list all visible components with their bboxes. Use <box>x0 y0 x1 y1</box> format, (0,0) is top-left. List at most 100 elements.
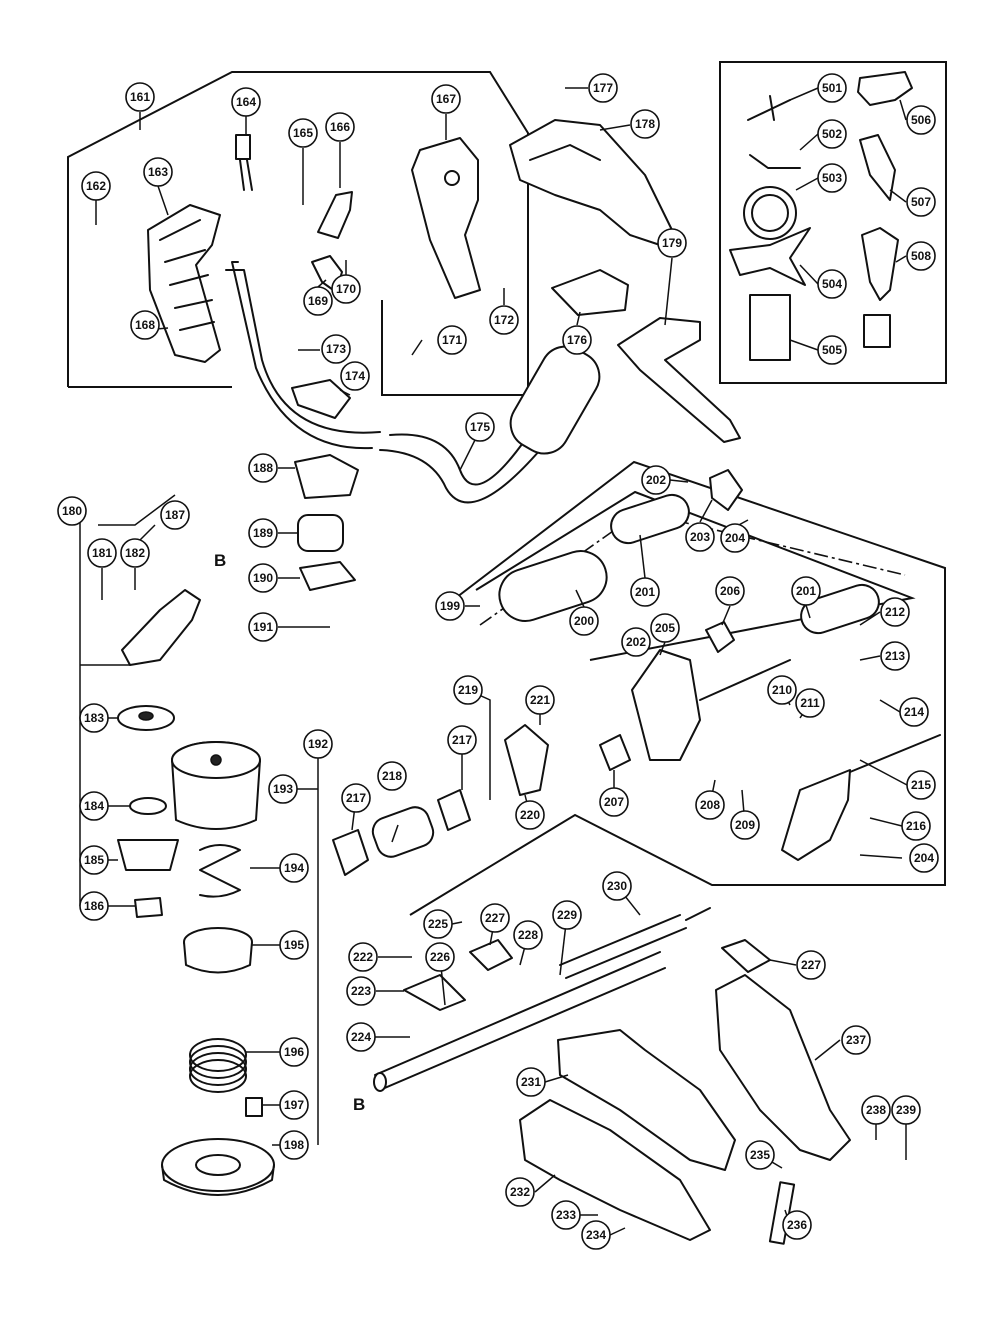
svg-text:171: 171 <box>442 333 462 347</box>
callout-196: 196 <box>279 1037 309 1067</box>
callout-188: 188 <box>248 453 278 483</box>
svg-text:172: 172 <box>494 313 514 327</box>
case-198 <box>161 1138 275 1196</box>
svg-text:189: 189 <box>253 526 273 540</box>
callout-171: 171 <box>437 325 467 355</box>
line-196 <box>189 1038 247 1093</box>
spool-195 <box>183 927 253 974</box>
marker-b-bottom: B <box>353 1095 365 1114</box>
callout-183: 183 <box>79 703 109 733</box>
svg-text:207: 207 <box>604 795 624 809</box>
callout-506: 506 <box>906 105 936 135</box>
cup-185 <box>117 839 179 871</box>
callout-503: 503 <box>817 163 847 193</box>
callout-228: 228 <box>513 920 543 950</box>
callout-217b: 217 <box>447 725 477 755</box>
callout-191: 191 <box>248 612 278 642</box>
callout-187: 187 <box>160 500 190 530</box>
callout-184: 184 <box>79 791 109 821</box>
svg-text:186: 186 <box>84 899 104 913</box>
callout-209: 209 <box>730 810 760 840</box>
callout-226: 226 <box>425 942 455 972</box>
svg-text:211: 211 <box>800 696 820 710</box>
svg-text:163: 163 <box>148 165 168 179</box>
marker-b-top: B <box>214 551 226 570</box>
svg-text:170: 170 <box>336 282 356 296</box>
svg-text:232: 232 <box>510 1185 530 1199</box>
clamp-217 <box>332 789 471 876</box>
svg-text:235: 235 <box>750 1148 770 1162</box>
svg-text:182: 182 <box>125 546 145 560</box>
svg-text:210: 210 <box>772 683 792 697</box>
callout-169: 169 <box>303 286 333 316</box>
callout-180: 180 <box>57 496 87 526</box>
callout-204a: 204 <box>720 523 750 553</box>
callout-161: 161 <box>125 82 155 112</box>
svg-text:164: 164 <box>236 95 256 109</box>
svg-text:168: 168 <box>135 318 155 332</box>
callout-186: 186 <box>79 891 109 921</box>
callout-215: 215 <box>906 770 936 800</box>
callout-504: 504 <box>817 269 847 299</box>
callout-207: 207 <box>599 787 629 817</box>
callout-231: 231 <box>516 1067 546 1097</box>
svg-text:191: 191 <box>253 620 273 634</box>
svg-text:173: 173 <box>326 342 346 356</box>
svg-text:178: 178 <box>635 117 655 131</box>
callout-162: 162 <box>81 171 111 201</box>
svg-text:169: 169 <box>308 294 328 308</box>
cover-193 <box>171 741 261 830</box>
svg-text:179: 179 <box>662 236 682 250</box>
svg-text:195: 195 <box>284 938 304 952</box>
svg-text:201: 201 <box>635 585 655 599</box>
svg-text:208: 208 <box>700 798 720 812</box>
callout-195: 195 <box>279 930 309 960</box>
callout-185: 185 <box>79 845 109 875</box>
svg-text:184: 184 <box>84 799 104 813</box>
svg-text:202: 202 <box>646 473 666 487</box>
callout-193: 193 <box>268 774 298 804</box>
clamp-223 <box>403 974 466 1011</box>
rear-handle-167 <box>411 137 481 299</box>
svg-text:508: 508 <box>911 249 931 263</box>
svg-text:174: 174 <box>345 369 365 383</box>
callout-200: 200 <box>569 606 599 636</box>
callout-172: 172 <box>489 305 519 335</box>
callout-202b: 202 <box>621 627 651 657</box>
svg-text:181: 181 <box>92 546 112 560</box>
callout-502: 502 <box>817 119 847 149</box>
svg-text:229: 229 <box>557 908 577 922</box>
svg-text:213: 213 <box>885 649 905 663</box>
svg-text:218: 218 <box>382 769 402 783</box>
callout-210: 210 <box>767 675 797 705</box>
sleeve-218 <box>371 806 435 858</box>
callout-166: 166 <box>325 112 355 142</box>
svg-text:193: 193 <box>273 782 293 796</box>
callout-218: 218 <box>377 761 407 791</box>
svg-text:161: 161 <box>130 90 150 104</box>
callout-175: 175 <box>465 412 495 442</box>
svg-text:197: 197 <box>284 1098 304 1112</box>
svg-text:176: 176 <box>567 333 587 347</box>
callout-170: 170 <box>331 274 361 304</box>
callout-501: 501 <box>817 73 847 103</box>
svg-text:180: 180 <box>62 504 82 518</box>
callout-237: 237 <box>841 1025 871 1055</box>
svg-text:231: 231 <box>521 1075 541 1089</box>
callout-174: 174 <box>340 361 370 391</box>
clamp-174 <box>291 379 351 419</box>
svg-text:225: 225 <box>428 917 448 931</box>
wire-harness-164 <box>235 134 253 191</box>
clamp-203 <box>709 469 743 511</box>
clamp-207 <box>599 734 631 771</box>
callout-176: 176 <box>562 325 592 355</box>
svg-text:188: 188 <box>253 461 273 475</box>
svg-text:162: 162 <box>86 179 106 193</box>
svg-text:227: 227 <box>485 911 505 925</box>
svg-text:221: 221 <box>530 693 550 707</box>
svg-text:503: 503 <box>822 171 842 185</box>
callout-508: 508 <box>906 241 936 271</box>
svg-text:504: 504 <box>822 277 842 291</box>
callout-238: 238 <box>861 1095 891 1125</box>
